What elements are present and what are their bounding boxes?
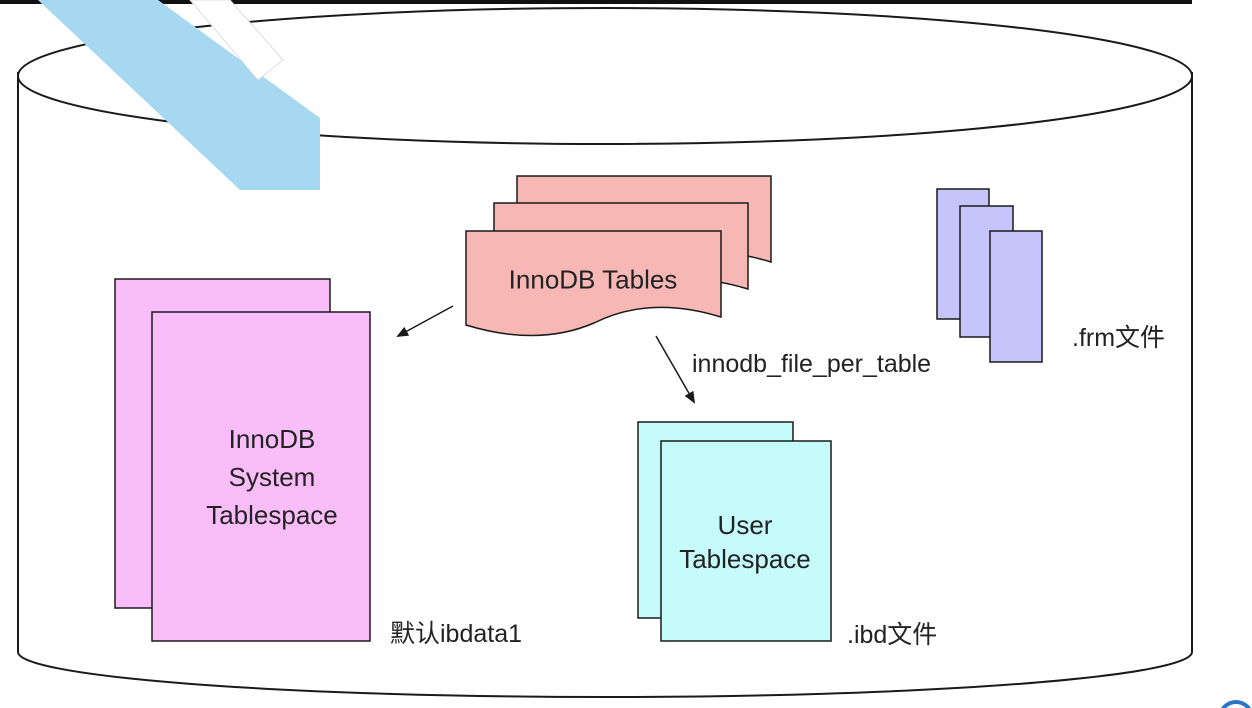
system-tablespace-stack [114,278,371,642]
system-tablespace-label-line-3: Tablespace [206,500,338,530]
watermark-inner [189,0,284,81]
frm-files-stack [936,188,1043,363]
user-tablespace-label-line-1: User [717,510,773,540]
innodb-tables-label: InnoDB Tables [508,264,678,295]
frm-file-3 [989,230,1043,363]
watermark-shape [38,0,320,190]
user-tablespace-label-line-2: Tablespace [679,544,811,574]
innodb-tables-front-doc [465,230,722,337]
arrow-to-system-tablespace [396,305,454,337]
system-tablespace-label: InnoDB System Tablespace [206,420,338,534]
user-tablespace-label: User Tablespace [679,508,811,576]
system-tablespace-front [151,311,371,642]
frm-files-label: .frm文件 [1072,324,1166,352]
innodb-tables-stack [465,175,772,337]
system-tablespace-label-line-1: InnoDB [228,424,316,454]
default-ibdata-label: 默认ibdata1 [390,620,523,648]
user-tablespace-stack [637,421,832,642]
user-tablespace-front [660,440,832,642]
watermark-stripe [38,0,320,190]
ibd-files-label: .ibd文件 [847,621,938,649]
corner-logo-icon [1221,700,1251,708]
arrow-to-user-tablespace [655,335,695,404]
top-border-bar [0,0,1192,4]
cylinder-top-ellipse [17,7,1193,145]
system-tablespace-label-line-2: System [228,462,316,492]
file-per-table-label: innodb_file_per_table [692,350,932,378]
